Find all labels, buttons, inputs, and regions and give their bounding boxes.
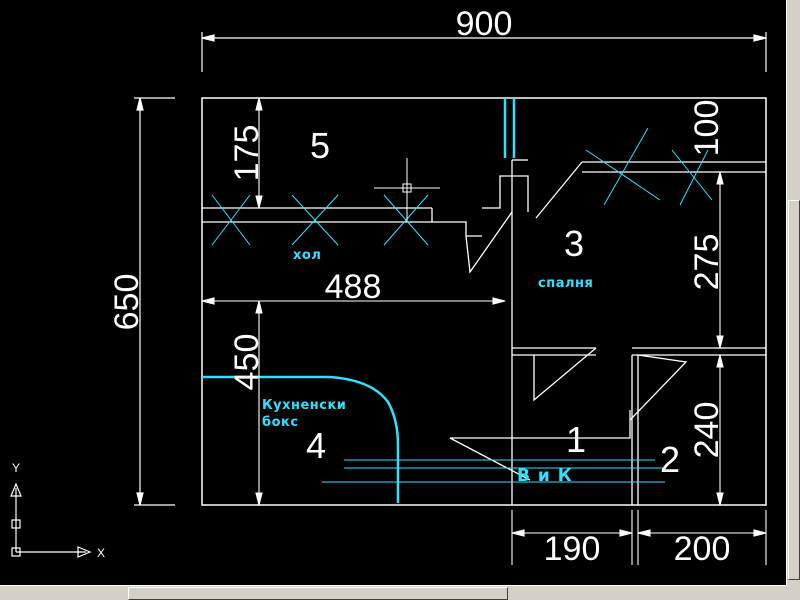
dimension-488-label: 488 [325,268,382,306]
ucs-y-label: Y [12,461,20,475]
crosshair-cursor [374,158,440,222]
room-number-3: 3 [564,223,584,264]
vertical-scrollbar[interactable] [786,0,800,585]
horizontal-scrollbar[interactable] [0,585,786,600]
dimension-450-label: 450 [228,334,266,391]
inner-dimension-lines [201,97,767,565]
dimension-190-label: 190 [544,530,601,568]
scrollbar-corner [786,585,800,600]
room-number-5: 5 [310,125,330,166]
label-hall: хол [293,248,321,263]
label-kitchen-line2: бокс [262,415,299,430]
vertical-scrollbar-thumb[interactable] [788,200,800,580]
dimension-275-label: 275 [688,234,726,291]
ucs-icon [10,482,92,558]
ucs-x-label: X [97,546,105,560]
dimension-650-label: 650 [108,274,146,331]
room-number-2: 2 [660,439,680,480]
interior-walls [202,159,766,505]
cyan-accent-lines [202,98,516,503]
cyan-thin-lines [211,127,713,483]
label-bedroom: спалня [538,276,593,291]
room-number-4: 4 [306,425,326,466]
dimension-200-label: 200 [674,530,731,568]
horizontal-scrollbar-thumb[interactable] [128,587,508,600]
dimension-900-label: 900 [456,5,513,43]
dimension-175-label: 175 [228,125,266,182]
dimension-100-label: 100 [688,100,726,157]
label-kitchen-line1: Кухненски [262,398,346,413]
dimension-900 [201,32,767,72]
dimension-650 [134,97,175,506]
dimension-240-label: 240 [688,402,726,459]
label-bath: В и К [517,466,573,486]
room-number-1: 1 [566,419,586,460]
cad-drawing-canvas[interactable]: 900 650 [0,0,786,585]
